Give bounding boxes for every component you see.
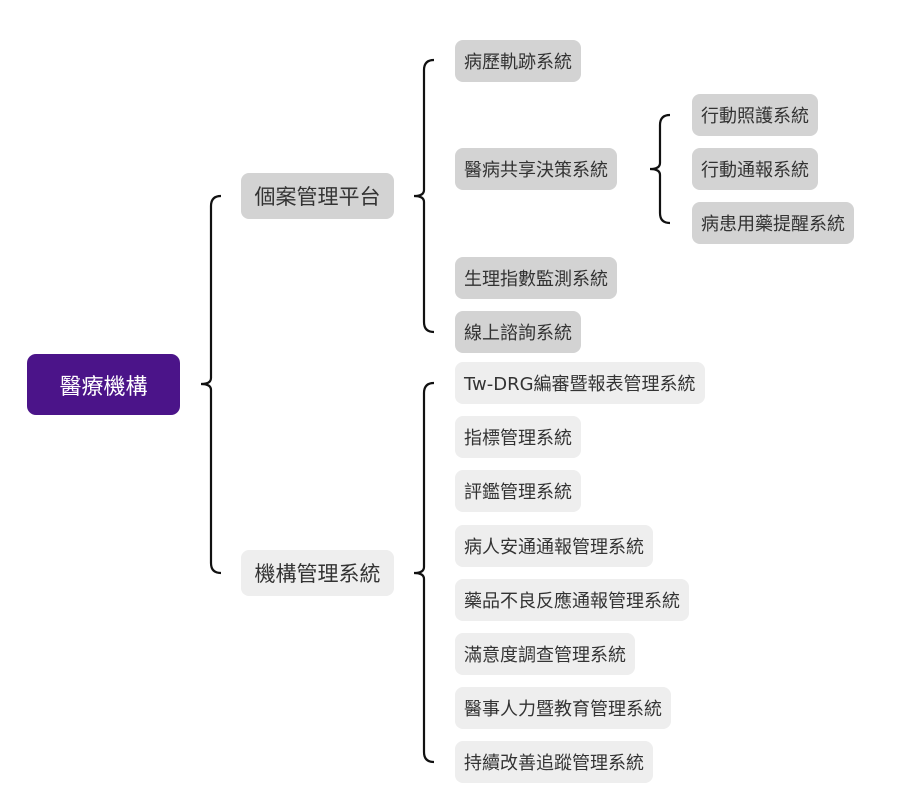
node-accreditation-management[interactable]: 評鑑管理系統 bbox=[455, 470, 581, 512]
node-adverse-drug-report[interactable]: 藥品不良反應通報管理系統 bbox=[455, 579, 689, 621]
node-mobile-report[interactable]: 行動通報系統 bbox=[692, 148, 818, 190]
node-online-consultation[interactable]: 線上諮詢系統 bbox=[455, 311, 581, 353]
case-platform-brace bbox=[413, 58, 435, 334]
root-brace bbox=[200, 194, 222, 575]
node-satisfaction-survey[interactable]: 滿意度調查管理系統 bbox=[455, 633, 635, 675]
node-shared-decision[interactable]: 醫病共享決策系統 bbox=[455, 148, 617, 190]
shared-decision-brace bbox=[649, 113, 671, 225]
node-indicator-management[interactable]: 指標管理系統 bbox=[455, 416, 581, 458]
branch-institution-management-system[interactable]: 機構管理系統 bbox=[241, 550, 394, 596]
node-patient-safety-report[interactable]: 病人安通通報管理系統 bbox=[455, 525, 653, 567]
institution-brace bbox=[413, 381, 435, 764]
root-node[interactable]: 醫療機構 bbox=[27, 354, 180, 415]
node-mobile-care[interactable]: 行動照護系統 bbox=[692, 94, 818, 136]
node-continuous-improvement[interactable]: 持續改善追蹤管理系統 bbox=[455, 741, 653, 783]
node-tw-drg[interactable]: Tw-DRG編審暨報表管理系統 bbox=[455, 362, 705, 404]
node-vital-sign-monitoring[interactable]: 生理指數監測系統 bbox=[455, 257, 617, 299]
branch-case-management-platform[interactable]: 個案管理平台 bbox=[241, 173, 394, 219]
node-staff-education[interactable]: 醫事人力暨教育管理系統 bbox=[455, 687, 671, 729]
node-medical-record-trace[interactable]: 病歷軌跡系統 bbox=[455, 40, 581, 82]
node-medication-reminder[interactable]: 病患用藥提醒系統 bbox=[692, 202, 854, 244]
